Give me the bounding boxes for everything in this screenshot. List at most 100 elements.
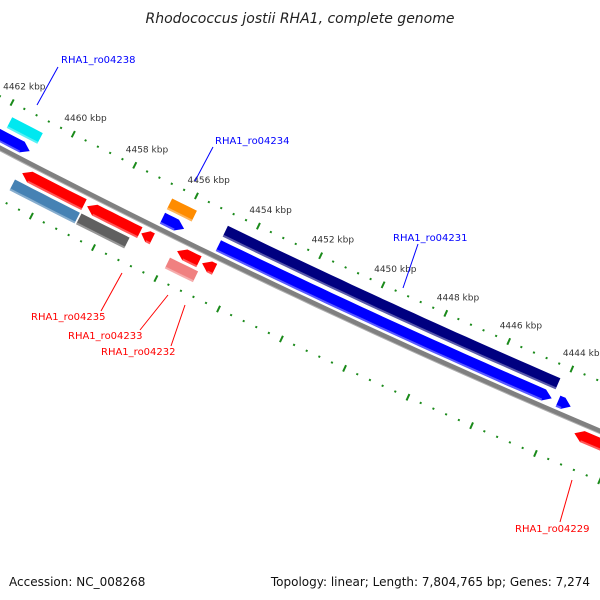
feature-shading <box>92 213 139 238</box>
major-tick <box>256 222 261 230</box>
feature-shading <box>0 140 21 153</box>
major-tick <box>342 364 347 372</box>
feature-shading <box>6 126 39 144</box>
minor-tick <box>42 221 46 224</box>
minor-tick <box>305 349 308 353</box>
feature-shading <box>166 207 193 222</box>
minor-tick <box>84 139 87 142</box>
gene-feature[interactable] <box>9 179 80 224</box>
gene-feature[interactable] <box>202 261 218 275</box>
backbone <box>0 145 600 435</box>
tick-label: 4448 kbp <box>437 293 480 303</box>
gene-feature[interactable] <box>0 96 30 153</box>
gene-feature[interactable] <box>555 395 571 409</box>
feature-shading <box>9 188 76 224</box>
minor-tick <box>117 258 120 262</box>
gene-label[interactable]: RHA1_ro04235 <box>31 312 106 323</box>
minor-tick <box>559 463 563 466</box>
minor-tick <box>545 356 548 360</box>
major-tick <box>405 393 411 401</box>
minor-tick <box>281 236 285 240</box>
minor-tick <box>557 362 561 365</box>
gene-feature[interactable] <box>574 431 600 482</box>
major-tick <box>153 274 159 283</box>
minor-tick <box>330 361 334 364</box>
major-tick <box>9 98 15 107</box>
gene-label[interactable]: RHA1_ro04231 <box>393 233 468 244</box>
minor-tick <box>482 328 485 332</box>
minor-tick <box>331 260 335 263</box>
major-tick <box>469 422 474 430</box>
major-tick <box>380 281 386 289</box>
gene-feature[interactable] <box>215 240 552 401</box>
minor-tick <box>192 295 195 299</box>
minor-tick <box>96 145 100 149</box>
feature-shading <box>164 266 194 283</box>
feature-shading <box>215 249 543 401</box>
minor-tick <box>432 407 435 411</box>
feature-track <box>0 96 600 482</box>
feature-shading <box>76 222 126 249</box>
minor-tick <box>267 331 271 335</box>
minor-tick <box>35 113 38 117</box>
minor-tick <box>356 271 360 275</box>
minor-tick <box>142 271 145 274</box>
gene-label[interactable]: RHA1_ro04232 <box>101 347 176 358</box>
minor-tick <box>104 252 108 256</box>
minor-tick <box>108 151 112 155</box>
minor-tick <box>59 126 63 130</box>
map-title: Rhodococcus jostii RHA1, complete genome <box>145 11 454 27</box>
minor-tick <box>583 373 586 376</box>
tick-label: 4452 kbp <box>312 236 355 246</box>
minor-tick <box>129 264 133 268</box>
feature-shading <box>159 221 175 231</box>
gene-feature[interactable] <box>222 225 561 390</box>
minor-tick <box>546 457 550 461</box>
minor-tick <box>79 239 83 243</box>
minor-tick <box>431 306 435 310</box>
minor-tick <box>369 277 372 281</box>
minor-tick <box>444 413 448 416</box>
gene-label[interactable]: RHA1_ro04233 <box>68 331 143 342</box>
minor-tick <box>317 355 321 358</box>
gene-feature[interactable] <box>6 117 43 144</box>
gene-feature[interactable] <box>22 171 87 210</box>
gene-feature[interactable] <box>164 257 199 283</box>
minor-tick <box>17 208 21 212</box>
minor-tick <box>532 351 536 354</box>
feature-shading <box>145 240 151 245</box>
label-leader-line <box>402 243 419 289</box>
major-tick <box>318 252 324 260</box>
minor-tick <box>520 345 523 349</box>
major-tick <box>28 212 34 220</box>
minor-tick <box>508 441 512 444</box>
minor-tick <box>145 170 149 173</box>
major-tick <box>70 130 76 138</box>
minor-tick <box>355 372 359 376</box>
minor-tick <box>483 429 486 433</box>
gene-feature[interactable] <box>141 231 155 245</box>
minor-tick <box>344 266 347 269</box>
major-tick <box>216 305 221 313</box>
tick-label: 4454 kbp <box>249 206 292 216</box>
tick-label: 4444 kbp <box>563 349 600 359</box>
label-leader-line <box>170 304 186 347</box>
gene-feature[interactable] <box>166 198 197 222</box>
major-tick <box>506 337 512 346</box>
feature-shading <box>580 440 600 451</box>
gene-feature[interactable] <box>87 204 143 238</box>
minor-tick <box>182 188 186 192</box>
gene-feature[interactable] <box>159 212 185 231</box>
gene-label[interactable]: RHA1_ro04234 <box>215 136 290 147</box>
minor-tick <box>5 201 8 205</box>
minor-tick <box>254 325 258 329</box>
gene-label[interactable]: RHA1_ro04238 <box>61 55 136 66</box>
gene-label[interactable]: RHA1_ro04229 <box>515 524 590 535</box>
minor-tick <box>294 242 298 246</box>
minor-tick <box>572 468 576 472</box>
gene-feature[interactable] <box>76 213 130 249</box>
minor-tick <box>495 435 499 439</box>
minor-tick <box>381 384 384 388</box>
gene-feature[interactable] <box>177 249 202 268</box>
